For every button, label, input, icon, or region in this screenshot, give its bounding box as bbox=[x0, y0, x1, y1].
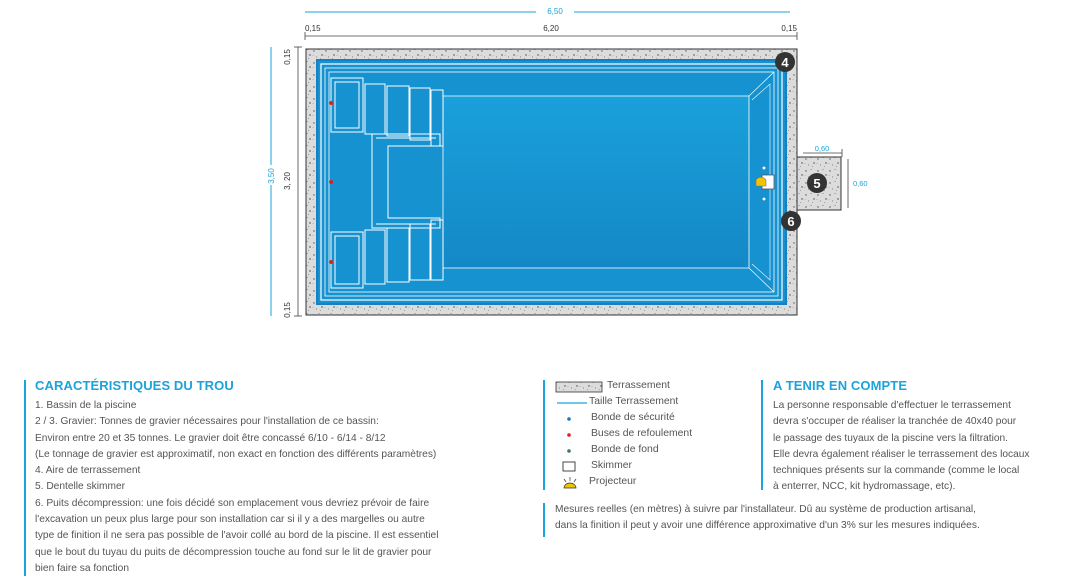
marker-5-label: 5 bbox=[813, 176, 820, 191]
important-line-4: Elle devra également réaliser le terrass… bbox=[773, 448, 1030, 460]
note-line-1: Mesures reelles (en mètres) à suivre par… bbox=[555, 504, 976, 515]
important-line-3: le passage des tuyaux de la piscine vers… bbox=[773, 432, 1009, 444]
dim-inner-width: 6,20 bbox=[543, 24, 559, 33]
characteristics-line-6: 5. Dentelle skimmer bbox=[35, 481, 126, 493]
dim-total-width: 6,50 bbox=[547, 7, 563, 16]
characteristics-line-9: type de finition il ne sera pas possible… bbox=[35, 530, 439, 542]
characteristics-line-10: que le bout du tuyau du puits de décompr… bbox=[35, 546, 432, 558]
legend-accent-bar bbox=[543, 380, 545, 490]
dim-margin-top: 0,15 bbox=[283, 49, 292, 65]
skimmer-pit: 0,60 0,60 bbox=[796, 144, 868, 211]
dim-pit-width: 0,60 bbox=[815, 144, 830, 153]
characteristics-line-7: 6. Puits décompression: une fois décidé … bbox=[35, 497, 430, 509]
dim-inner-height: 3, 20 bbox=[283, 172, 292, 190]
left-dimension-total: 3,50 bbox=[264, 47, 278, 316]
characteristics-line-5: 4. Aire de terrassement bbox=[35, 465, 141, 477]
dim-margin-left: 0,15 bbox=[305, 24, 321, 33]
inlet-nozzle-top bbox=[329, 101, 333, 105]
projector-icon bbox=[563, 477, 577, 489]
dim-margin-right: 0,15 bbox=[781, 24, 797, 33]
left-dimension-parts: 0,15 3, 20 0,15 bbox=[283, 46, 302, 318]
important-line-2: devra s'occuper de réaliser la tranchée … bbox=[773, 416, 1017, 428]
characteristics-line-8: l'excavation un peux plus large pour son… bbox=[35, 514, 425, 526]
legend-label-bonde-securite: Bonde de sécurité bbox=[591, 412, 675, 423]
marker-5: 5 bbox=[807, 173, 827, 193]
dim-pit-height: 0,60 bbox=[853, 179, 868, 188]
marker-6-label: 6 bbox=[787, 214, 794, 229]
bottom-drain bbox=[761, 196, 767, 202]
important-panel: A TENIR EN COMPTE La personne responsabl… bbox=[773, 378, 1073, 496]
characteristics-line-3: Environ entre 20 et 35 tonnes. Le gravie… bbox=[35, 432, 386, 444]
important-line-5: techniques présents sur la commande (com… bbox=[773, 465, 1020, 477]
safety-drain bbox=[761, 165, 767, 171]
marker-4: 4 bbox=[775, 52, 795, 72]
important-accent-bar bbox=[761, 380, 763, 490]
dim-margin-bottom: 0,15 bbox=[283, 302, 292, 318]
top-dimension-total: 6,50 bbox=[305, 5, 790, 17]
characteristics-panel: CARACTÉRISTIQUES DU TROU 1. Bassin de la… bbox=[35, 378, 505, 577]
legend-label-taille: Taille Terrassement bbox=[589, 396, 679, 407]
green-dot-icon bbox=[567, 449, 571, 453]
important-title: A TENIR EN COMPTE bbox=[773, 378, 908, 393]
note-accent-bar bbox=[543, 503, 545, 537]
legend-label-bonde-fond: Bonde de fond bbox=[591, 444, 659, 455]
legend-panel: Terrassement Taille Terrassement Bonde d… bbox=[555, 379, 755, 494]
marker-6: 6 bbox=[781, 211, 801, 231]
pool-basin bbox=[316, 59, 787, 305]
top-dimension-parts: 0,15 6,20 0,15 bbox=[304, 24, 798, 40]
characteristics-title: CARACTÉRISTIQUES DU TROU bbox=[35, 378, 234, 393]
characteristics-line-2: 2 / 3. Gravier: Tonnes de gravier nécess… bbox=[35, 416, 379, 428]
blue-dot-icon bbox=[567, 417, 571, 421]
legend-label-terrassement: Terrassement bbox=[607, 380, 670, 391]
legend-label-projecteur: Projecteur bbox=[589, 476, 637, 487]
marker-4-label: 4 bbox=[781, 55, 789, 70]
skimmer-icon bbox=[562, 461, 576, 472]
inlet-nozzle-middle bbox=[329, 180, 333, 184]
legend-label-buses: Buses de refoulement bbox=[591, 428, 693, 439]
important-line-6: à enterrer, NCC, kit hydromassage, etc). bbox=[773, 481, 956, 493]
red-dot-icon bbox=[567, 433, 571, 437]
pool-plan-diagram: 6,50 0,15 6,20 0,15 3,50 0,15 3, 20 0,15… bbox=[264, 5, 868, 318]
blue-line-icon bbox=[557, 402, 587, 404]
projector-symbol bbox=[755, 177, 767, 187]
characteristics-line-11: bien faire sa fonction bbox=[35, 562, 130, 574]
characteristics-line-1: 1. Bassin de la piscine bbox=[35, 400, 137, 411]
dim-total-height: 3,50 bbox=[267, 168, 276, 184]
important-line-1: La personne responsable d'effectuer le t… bbox=[773, 400, 1011, 411]
note-line-2: dans la finition il peut y avoir une dif… bbox=[555, 520, 980, 532]
inlet-nozzle-bottom bbox=[329, 260, 333, 264]
characteristics-accent-bar bbox=[24, 380, 26, 576]
terrassement-swatch-icon bbox=[555, 381, 603, 393]
legend-label-skimmer: Skimmer bbox=[591, 460, 632, 471]
characteristics-line-4: (Le tonnage de gravier est approximatif,… bbox=[35, 448, 437, 460]
note-panel: Mesures reelles (en mètres) à suivre par… bbox=[555, 502, 1075, 535]
